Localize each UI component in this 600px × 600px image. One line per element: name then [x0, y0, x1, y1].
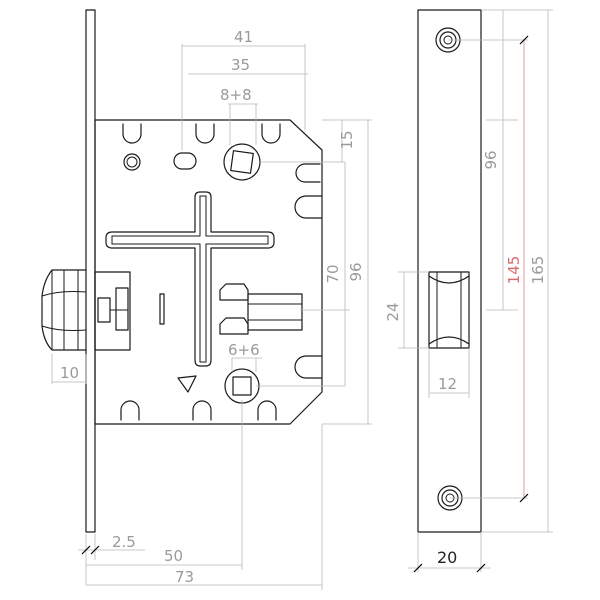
dim-10: 10: [60, 364, 79, 382]
dim-96-body: 96: [347, 262, 365, 281]
dim-20: 20: [437, 548, 457, 567]
faceplate-front: [85, 9, 96, 533]
dim-12: 12: [438, 375, 457, 393]
spindle-hub-top: [223, 143, 261, 181]
dim-145: 145: [505, 256, 523, 285]
side-dimensions: 96 145 165 24 12 20: [384, 9, 553, 573]
spindle-hub-bottom: [224, 368, 260, 404]
front-view: [41, 9, 323, 533]
dim-8x8: 8+8: [220, 86, 252, 104]
dim-96-plate: 96: [482, 150, 500, 169]
bottom-slots: [120, 400, 277, 421]
dim-165: 165: [529, 256, 547, 285]
dim-2-5: 2.5: [112, 533, 136, 551]
latch-head-side: [428, 271, 470, 349]
dim-6x6: 6+6: [228, 341, 260, 359]
top-slots: [122, 123, 281, 144]
dim-15: 15: [338, 130, 356, 149]
front-dimensions: 41 35 8+8 15 70 96 6+6 10: [51, 28, 372, 590]
cross-slot: [105, 191, 275, 367]
dim-73: 73: [175, 568, 194, 586]
side-view: [417, 9, 482, 533]
dim-50: 50: [164, 547, 183, 565]
pin-marker: [177, 375, 197, 393]
dim-70: 70: [324, 264, 342, 283]
side-slots: [294, 163, 323, 379]
dim-41: 41: [234, 28, 253, 46]
dim-35: 35: [231, 56, 250, 74]
mounting-hole: [123, 153, 141, 171]
lock-body: [94, 119, 323, 425]
oval-slot: [173, 152, 197, 170]
latch-mechanism: [94, 271, 165, 351]
deadlock-levers: [219, 283, 303, 335]
latch-bolt: [41, 269, 87, 351]
faceplate-side: [417, 9, 482, 533]
dim-24: 24: [384, 302, 402, 321]
